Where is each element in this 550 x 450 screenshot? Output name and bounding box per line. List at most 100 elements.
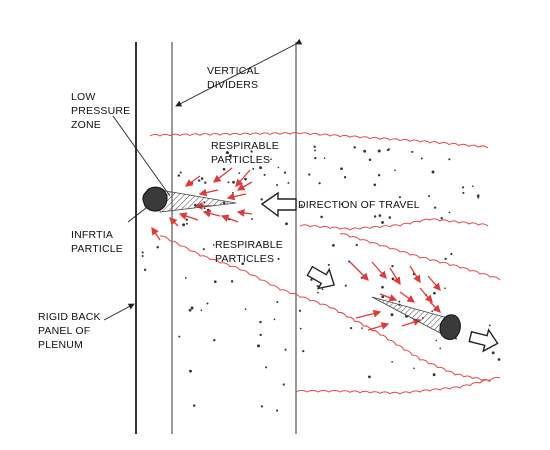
dust-dot [225, 151, 229, 155]
dust-dot [391, 264, 394, 268]
dust-dot [411, 150, 414, 153]
dust-dot [431, 170, 435, 174]
dust-dot [230, 280, 234, 283]
label-line: RIGID BACK [38, 311, 101, 323]
dust-dot [448, 211, 451, 214]
dust-dot [433, 291, 436, 295]
dust-dot [316, 285, 319, 288]
dust-dot [340, 203, 343, 206]
dividers-leader [175, 38, 303, 107]
dust-dot [377, 174, 381, 177]
dust-dot [420, 157, 423, 160]
dust-dot [277, 166, 280, 169]
flow-arrow-icon [220, 214, 239, 223]
dust-dot [206, 302, 209, 305]
flow-arrow-icon [212, 167, 233, 183]
wake-cone-icon [159, 189, 237, 213]
dust-dot [182, 223, 186, 227]
dust-dot [188, 308, 192, 312]
wake-cone-icon [371, 296, 449, 335]
wavy-boundary-line [295, 376, 501, 395]
dust-dot [282, 383, 285, 386]
dust-dot [273, 318, 276, 321]
label-rigid-back-panel: RIGID BACK PANEL OF PLENUM [38, 311, 101, 351]
dust-dot [232, 180, 235, 184]
dust-dot [471, 185, 474, 188]
dust-dot [428, 195, 431, 198]
flow-arrow-icon [399, 291, 416, 303]
label-line: ZONE [71, 119, 101, 131]
label-line: RESPIRABLE [215, 239, 283, 251]
dust-dot [302, 350, 305, 353]
label-line: PARTICLES [215, 253, 274, 265]
dust-dot [185, 222, 188, 225]
dust-dot [390, 313, 394, 317]
dust-dot [360, 276, 363, 279]
dust-dot [477, 196, 480, 199]
dust-dot [363, 149, 367, 153]
label-inertia-particle: INFRTIA PARTICLE [71, 229, 123, 255]
dust-dot [287, 181, 290, 184]
label-line: INFRTIA [71, 229, 113, 241]
dust-dot [310, 278, 313, 281]
wavy-boundary-line [339, 233, 501, 281]
label-line: PLENUM [38, 339, 83, 351]
dust-particles [141, 145, 501, 412]
label-line: PANEL OF [38, 325, 90, 337]
dust-dot [440, 217, 443, 220]
dust-dot [265, 366, 268, 369]
flow-arrow-icon [151, 226, 161, 241]
dust-dot [444, 257, 447, 261]
dust-dot [178, 335, 181, 338]
label-vertical-dividers: VERTICAL DIVIDERS [207, 65, 260, 91]
label-line: RESPIRABLE [211, 140, 279, 152]
dust-dot [189, 369, 192, 373]
airstream-boundaries [149, 131, 501, 395]
flow-arrow-icon [236, 181, 253, 191]
dust-dot [179, 171, 182, 174]
label-respirable-particles-upper: RESPIRABLE PARTICLES [211, 140, 279, 166]
dust-dot [200, 309, 203, 312]
dust-dot [344, 284, 347, 287]
dust-dot [368, 375, 371, 379]
dust-dot [263, 173, 266, 176]
dust-dot [283, 171, 287, 174]
dust-dot [368, 158, 372, 161]
flow-arrow-icon [371, 261, 387, 279]
dust-dot [260, 405, 264, 408]
dust-dot [491, 351, 495, 355]
flow-arrow-icon [379, 293, 398, 302]
vertical-dividers [171, 42, 297, 434]
dust-dot [251, 217, 253, 220]
dust-dot [257, 344, 260, 348]
dust-dot [156, 246, 159, 249]
dust-dot [435, 339, 438, 342]
label-low-pressure-zone: LOW PRESSURE ZONE [71, 91, 130, 131]
dust-dot [313, 149, 316, 152]
hollow-arrow-icon [260, 191, 297, 218]
dust-dot [259, 320, 262, 324]
dust-dot [448, 158, 451, 161]
low-pressure-leader [112, 115, 171, 197]
dust-dot [361, 327, 363, 329]
dust-dot [320, 215, 323, 219]
lower-particle-group [371, 296, 461, 340]
dust-dot [450, 252, 453, 256]
dust-dot [391, 277, 395, 281]
dust-dot [398, 196, 401, 199]
dust-dot [298, 309, 302, 312]
dust-dot [386, 149, 389, 152]
dust-dot [276, 301, 279, 303]
wavy-boundary-line [149, 131, 489, 149]
dust-dot [284, 348, 287, 351]
dust-dot [198, 179, 201, 182]
dust-dot [323, 157, 326, 159]
dust-dot [308, 173, 311, 176]
dust-dot [476, 194, 480, 198]
dust-dot [348, 260, 351, 263]
dust-dot [439, 347, 442, 350]
dust-dot [321, 288, 324, 291]
flow-arrow-icon [236, 209, 253, 217]
flow-arrow-icon [226, 192, 247, 201]
wavy-boundary-line [159, 235, 491, 383]
